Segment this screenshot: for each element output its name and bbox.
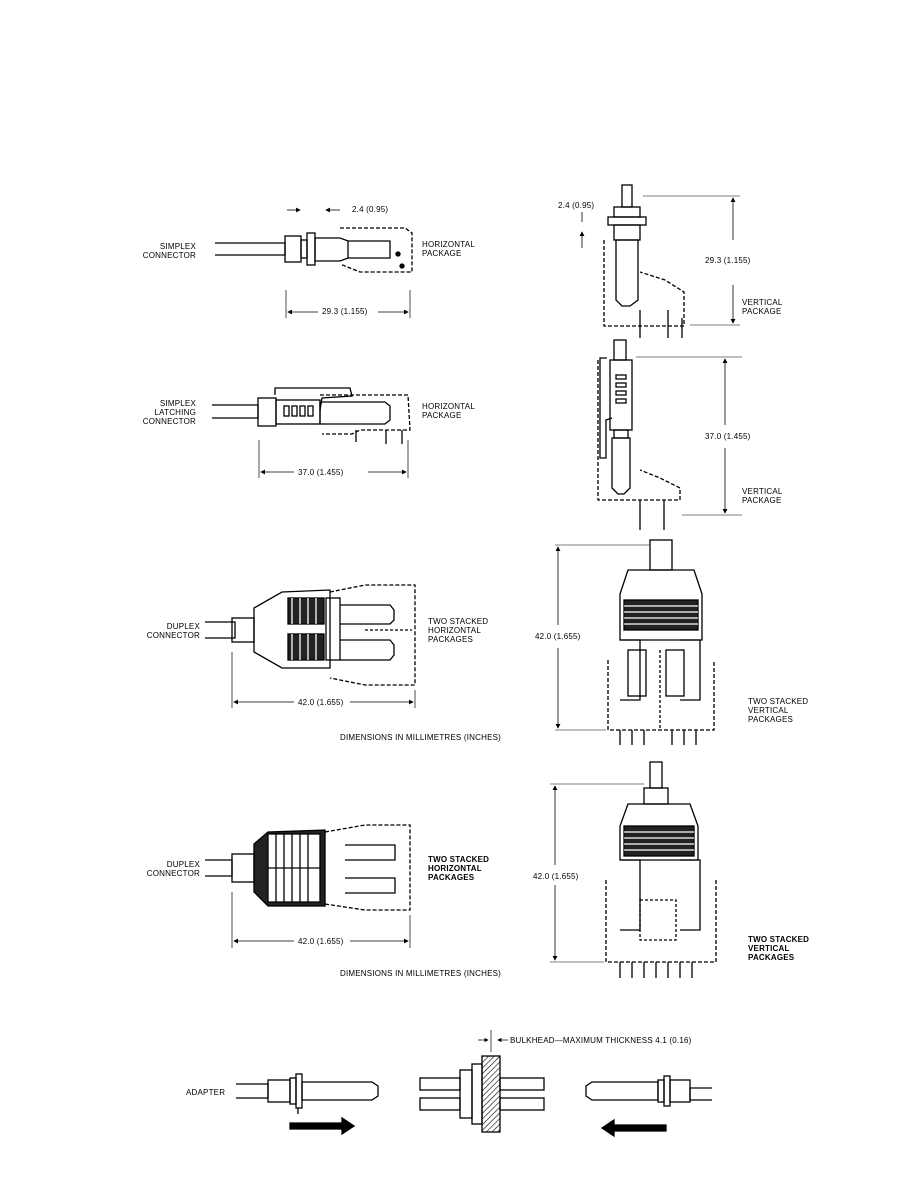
two-stacked-horizontal-label-1: TWO STACKED HORIZONTAL PACKAGES: [428, 617, 489, 644]
dimensions-note-1: DIMENSIONS IN MILLIMETRES (INCHES): [340, 733, 502, 742]
dim-simplex-h-length: 29.3 (1.155): [322, 307, 368, 316]
adapter-label: ADAPTER: [186, 1088, 226, 1097]
vertical-package-label-2: VERTICAL PACKAGE: [742, 487, 783, 505]
horizontal-package-label-2: HORIZONTAL PACKAGE: [422, 402, 475, 420]
dim-simplex-v-small: 2.4 (0.95): [558, 201, 595, 210]
simplex-connector-label: SIMPLEX CONNECTOR: [142, 242, 196, 260]
dim-latching-h-length: 37.0 (1.455): [298, 468, 344, 477]
two-stacked-vertical-label-2: TWO STACKED VERTICAL PACKAGES: [748, 935, 810, 962]
duplex-connector-label-2: DUPLEX CONNECTOR: [146, 860, 200, 878]
duplex-connector-label-1: DUPLEX CONNECTOR: [146, 622, 200, 640]
dim-duplex1-v-length: 42.0 (1.655): [535, 632, 581, 641]
adapter-drawing: [236, 1030, 712, 1138]
simplex-vertical-drawing: [579, 184, 740, 338]
horizontal-package-label-1: HORIZONTAL PACKAGE: [422, 240, 475, 258]
dim-simplex-v-length: 29.3 (1.155): [705, 256, 751, 265]
two-stacked-horizontal-label-2: TWO STACKED HORIZONTAL PACKAGES: [428, 855, 490, 882]
simplex-latching-connector-label: SIMPLEX LATCHING CONNECTOR: [142, 399, 196, 426]
duplex-1-vertical-drawing: [555, 539, 715, 745]
dim-duplex1-h-length: 42.0 (1.655): [298, 698, 344, 707]
simplex-latching-horizontal-drawing: [212, 387, 411, 478]
duplex-2-horizontal-drawing: [205, 824, 411, 948]
dim-duplex2-h-length: 42.0 (1.655): [298, 937, 344, 946]
simplex-horizontal-drawing: [215, 207, 413, 318]
duplex-2-vertical-drawing: [550, 761, 717, 978]
duplex-1-horizontal-drawing: [205, 584, 416, 708]
bulkhead-note: BULKHEAD—MAXIMUM THICKNESS 4.1 (0.16): [510, 1036, 692, 1045]
dimensions-note-2: DIMENSIONS IN MILLIMETRES (INCHES): [340, 969, 502, 978]
simplex-latching-vertical-drawing: [597, 339, 742, 530]
dim-simplex-h-small: 2.4 (0.95): [352, 205, 389, 214]
two-stacked-vertical-label-1: TWO STACKED VERTICAL PACKAGES: [748, 697, 809, 724]
dim-latching-v-length: 37.0 (1.455): [705, 432, 751, 441]
dim-duplex2-v-length: 42.0 (1.655): [533, 872, 579, 881]
vertical-package-label-1: VERTICAL PACKAGE: [742, 298, 783, 316]
